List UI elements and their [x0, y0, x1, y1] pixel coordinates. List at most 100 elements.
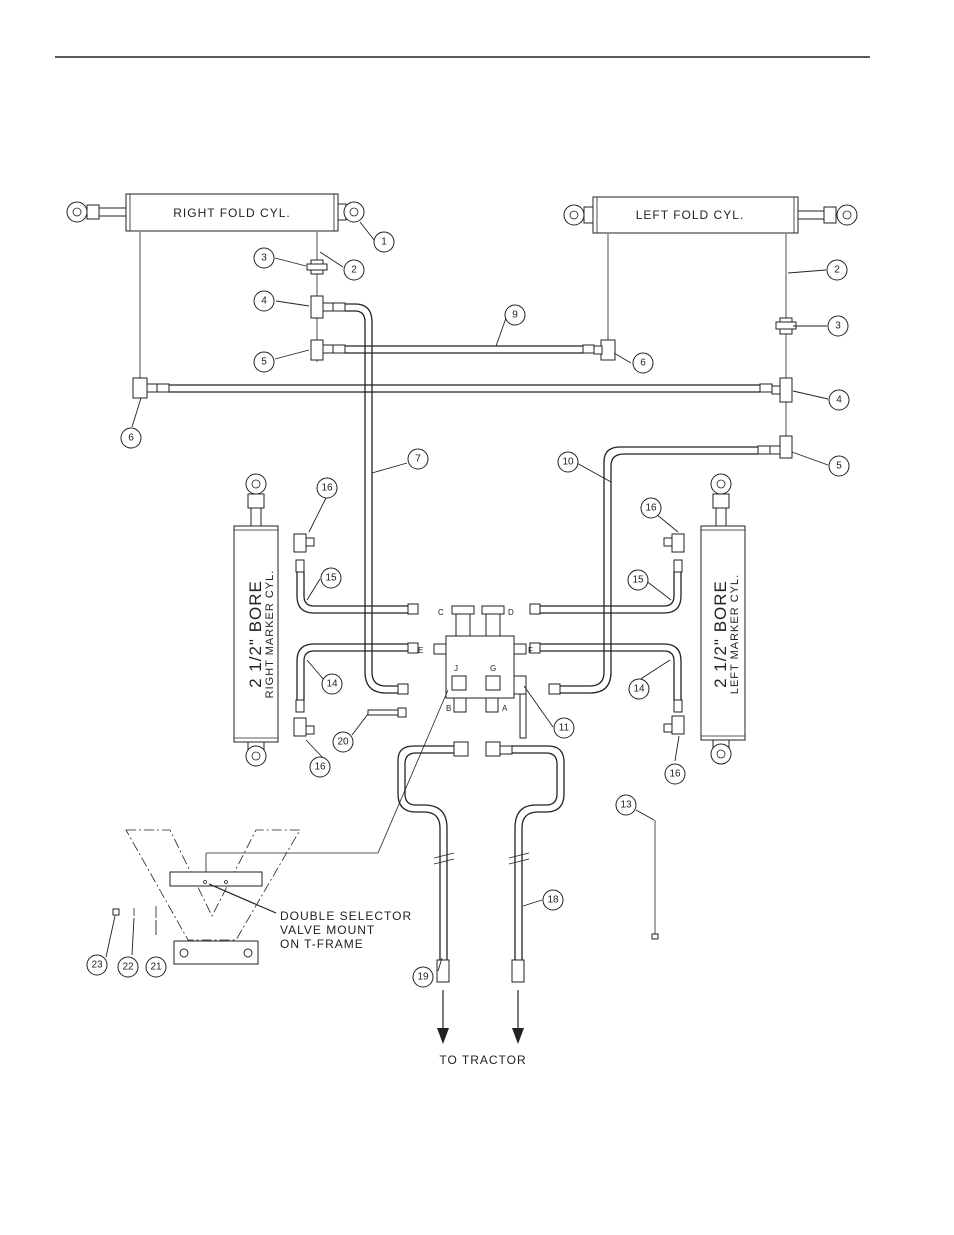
svg-text:9: 9	[512, 310, 518, 321]
callout-18: 18	[542, 889, 564, 911]
svg-text:19: 19	[417, 972, 429, 983]
hose-9	[332, 344, 595, 354]
svg-text:6: 6	[128, 433, 134, 444]
callout-2-left: 2	[826, 259, 848, 281]
svg-text:13: 13	[620, 800, 632, 811]
svg-text:15: 15	[325, 573, 337, 584]
marker-elbows	[293, 533, 685, 737]
callout-16-b: 16	[309, 756, 331, 778]
right-marker-cylinder: 2 1/2" BORE RIGHT MARKER CYL.	[233, 473, 279, 767]
svg-text:1: 1	[381, 237, 387, 248]
callout-13: 13	[615, 794, 637, 816]
callout-22: 22	[117, 956, 139, 978]
elbow-fitting-6-mid	[593, 234, 616, 361]
mount-label-line1: DOUBLE SELECTOR	[280, 909, 412, 923]
callout-5-left: 5	[828, 455, 850, 477]
callout-19: 19	[412, 966, 434, 988]
port-b: B	[446, 704, 451, 713]
callout-1: 1	[373, 231, 395, 253]
port-g: G	[490, 664, 496, 673]
svg-text:22: 22	[122, 962, 134, 973]
long-hose-row	[156, 383, 773, 393]
callout-16-c: 16	[640, 497, 662, 519]
left-marker-bore-label: 2 1/2" BORE	[711, 580, 730, 688]
tractor-hoses: TO TRACTOR	[397, 741, 565, 1067]
callout-leaders	[105, 221, 829, 972]
callout-4-left: 4	[828, 389, 850, 411]
svg-text:4: 4	[261, 296, 267, 307]
right-fold-fittings	[306, 232, 334, 362]
svg-text:23: 23	[91, 960, 103, 971]
left-fold-cylinder: LEFT FOLD CYL.	[563, 196, 858, 234]
port-f: F	[528, 646, 533, 655]
svg-text:5: 5	[261, 357, 267, 368]
callout-6-mid: 6	[632, 352, 654, 374]
svg-text:16: 16	[314, 762, 326, 773]
callout-21: 21	[145, 956, 167, 978]
callout-2-right: 2	[343, 259, 365, 281]
callout-15-b: 15	[627, 569, 649, 591]
svg-text:6: 6	[640, 358, 646, 369]
left-marker-name-label: LEFT MARKER CYL.	[729, 574, 741, 694]
svg-text:11: 11	[559, 723, 570, 734]
svg-text:16: 16	[321, 483, 333, 494]
callout-5-right: 5	[253, 351, 275, 373]
svg-text:2: 2	[351, 265, 357, 276]
svg-text:15: 15	[632, 575, 644, 586]
callout-23: 23	[86, 954, 108, 976]
hoses-15-14-right	[295, 559, 419, 713]
callout-14-a: 14	[321, 673, 343, 695]
left-marker-cylinder: 2 1/2" BORE LEFT MARKER CYL.	[700, 473, 746, 765]
svg-text:16: 16	[669, 769, 681, 780]
elbow-fitting-6-left	[132, 232, 158, 399]
right-fold-cylinder: RIGHT FOLD CYL.	[66, 193, 365, 232]
left-fold-cyl-label: LEFT FOLD CYL.	[636, 208, 744, 222]
svg-text:3: 3	[835, 321, 841, 332]
svg-text:10: 10	[562, 457, 574, 468]
svg-text:14: 14	[633, 684, 645, 695]
callout-20: 20	[332, 731, 354, 753]
callout-14-b: 14	[628, 678, 650, 700]
hoses-15-14-left	[529, 559, 683, 713]
svg-text:21: 21	[150, 962, 162, 973]
port-d: D	[508, 608, 514, 617]
svg-text:4: 4	[836, 395, 842, 406]
callout-15-a: 15	[320, 567, 342, 589]
svg-text:18: 18	[547, 895, 559, 906]
svg-text:14: 14	[326, 679, 338, 690]
svg-text:20: 20	[337, 737, 349, 748]
callout-10: 10	[557, 451, 579, 473]
mount-label-line3: ON T-FRAME	[280, 937, 364, 951]
selector-valve: C D E F J G B A	[418, 605, 533, 739]
rod-13	[651, 820, 659, 940]
mount-label-line2: VALVE MOUNT	[280, 923, 375, 937]
svg-text:5: 5	[836, 461, 842, 472]
hose-10	[548, 445, 771, 695]
svg-text:2: 2	[834, 265, 840, 276]
hose-7	[332, 302, 409, 695]
to-tractor-label: TO TRACTOR	[439, 1053, 526, 1067]
callout-7: 7	[407, 448, 429, 470]
port-j: J	[454, 664, 458, 673]
callout-16-a: 16	[316, 477, 338, 499]
hardware-21-22-23	[112, 906, 157, 918]
bolt-20	[367, 707, 407, 718]
port-a: A	[502, 704, 508, 713]
right-marker-name-label: RIGHT MARKER CYL.	[264, 570, 276, 699]
callout-4-right: 4	[253, 290, 275, 312]
t-frame-mount: DOUBLE SELECTOR VALVE MOUNT ON T-FRAME	[125, 689, 449, 965]
callout-3-right: 3	[253, 247, 275, 269]
svg-text:16: 16	[645, 503, 657, 514]
callout-11: 11	[553, 717, 575, 739]
svg-text:7: 7	[415, 454, 421, 465]
callout-6-left: 6	[120, 427, 142, 449]
callout-9: 9	[504, 304, 526, 326]
port-e: E	[418, 646, 423, 655]
callout-3-left: 3	[827, 315, 849, 337]
svg-text:3: 3	[261, 253, 267, 264]
port-c: C	[438, 608, 444, 617]
right-fold-cyl-label: RIGHT FOLD CYL.	[173, 206, 290, 220]
right-marker-bore-label: 2 1/2" BORE	[246, 580, 265, 688]
left-fold-fittings	[769, 234, 797, 459]
